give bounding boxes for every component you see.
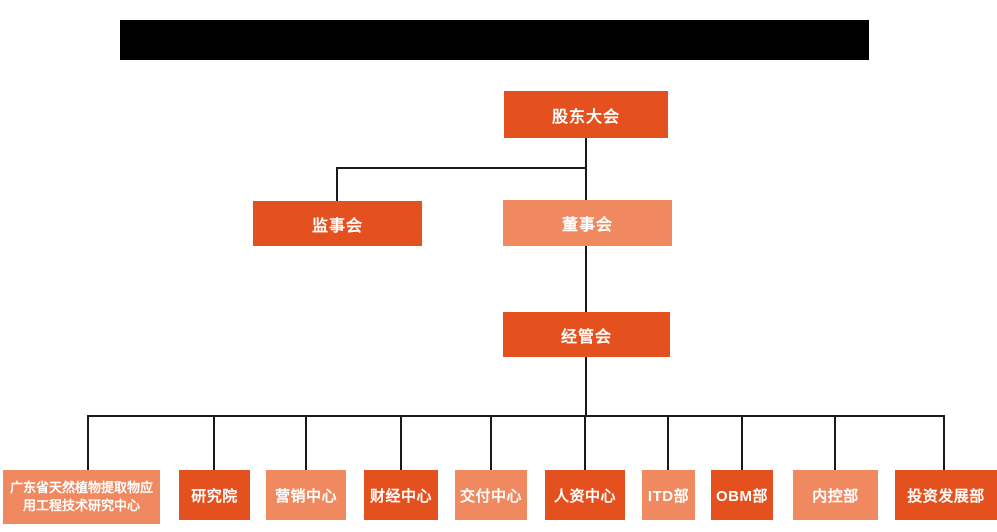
connector-line bbox=[834, 415, 836, 470]
connector-line bbox=[943, 415, 945, 470]
org-node-management: 经管会 bbox=[503, 312, 670, 357]
connector-line bbox=[336, 167, 587, 169]
org-node-investment-dev-dept: 投资发展部 bbox=[895, 470, 997, 520]
org-node-shareholders: 股东大会 bbox=[504, 91, 668, 138]
connector-line bbox=[490, 415, 492, 470]
connector-line bbox=[87, 415, 89, 470]
org-node-finance-center: 财经中心 bbox=[364, 470, 438, 520]
redacted-title-bar bbox=[120, 20, 869, 60]
connector-line bbox=[213, 415, 215, 470]
connector-line bbox=[585, 138, 587, 168]
connector-line bbox=[336, 167, 338, 201]
connector-line bbox=[584, 415, 586, 470]
org-node-itd-dept: ITD部 bbox=[642, 470, 695, 520]
connector-line bbox=[87, 415, 945, 417]
org-node-obm-dept: OBM部 bbox=[711, 470, 773, 520]
org-node-research-institute: 研究院 bbox=[179, 470, 250, 520]
org-node-delivery-center: 交付中心 bbox=[455, 470, 527, 520]
connector-line bbox=[305, 415, 307, 470]
connector-line bbox=[585, 357, 587, 416]
connector-line bbox=[400, 415, 402, 470]
org-node-marketing-center: 营销中心 bbox=[266, 470, 346, 520]
org-node-internal-control-dept: 内控部 bbox=[793, 470, 878, 520]
connector-line bbox=[741, 415, 743, 470]
org-node-gd-research-center: 广东省天然植物提取物应用工程技术研究中心 bbox=[3, 470, 160, 524]
connector-line bbox=[585, 167, 587, 200]
org-node-hr-center: 人资中心 bbox=[545, 470, 625, 520]
org-node-board: 董事会 bbox=[503, 200, 672, 246]
org-node-supervisory: 监事会 bbox=[253, 201, 422, 246]
connector-line bbox=[585, 246, 587, 312]
connector-line bbox=[667, 415, 669, 470]
